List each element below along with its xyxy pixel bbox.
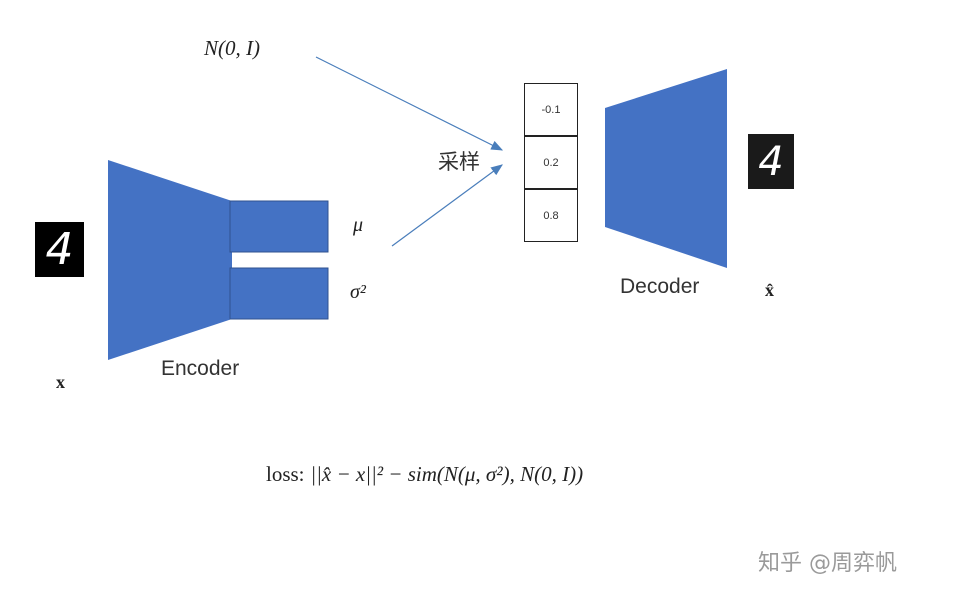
latent-value-2: 0.2 [524,136,578,189]
loss-prefix: loss: [266,462,305,486]
encoder-arrow [391,164,503,247]
watermark: 知乎 @周弈帆 [758,551,897,576]
sigma-label: σ² [350,281,366,303]
decoder-trapezoid [605,69,727,268]
prior-arrow [315,56,504,151]
loss-equation: loss: ||x̂ − x||² − sim(N(μ, σ²), N(0, I… [266,462,583,487]
output-digit-image: 4 [748,134,794,189]
output-x-hat-label: x̂ [765,280,774,300]
prior-label: N(0, I) [204,36,260,60]
sigma-output-block [229,267,329,320]
encoder-label: Encoder [161,357,240,380]
input-digit-image: 4 [35,222,84,277]
mu-label: μ [353,214,364,236]
encoder-trapezoid [108,160,232,360]
decoder-label: Decoder [620,275,700,298]
latent-value-1: -0.1 [524,83,578,136]
latent-value-3: 0.8 [524,189,578,242]
sampling-label: 采样 [438,151,480,174]
input-x-label: x [56,372,65,392]
loss-formula: ||x̂ − x||² − sim(N(μ, σ²), N(0, I)) [310,462,584,486]
mu-output-block [229,200,329,253]
